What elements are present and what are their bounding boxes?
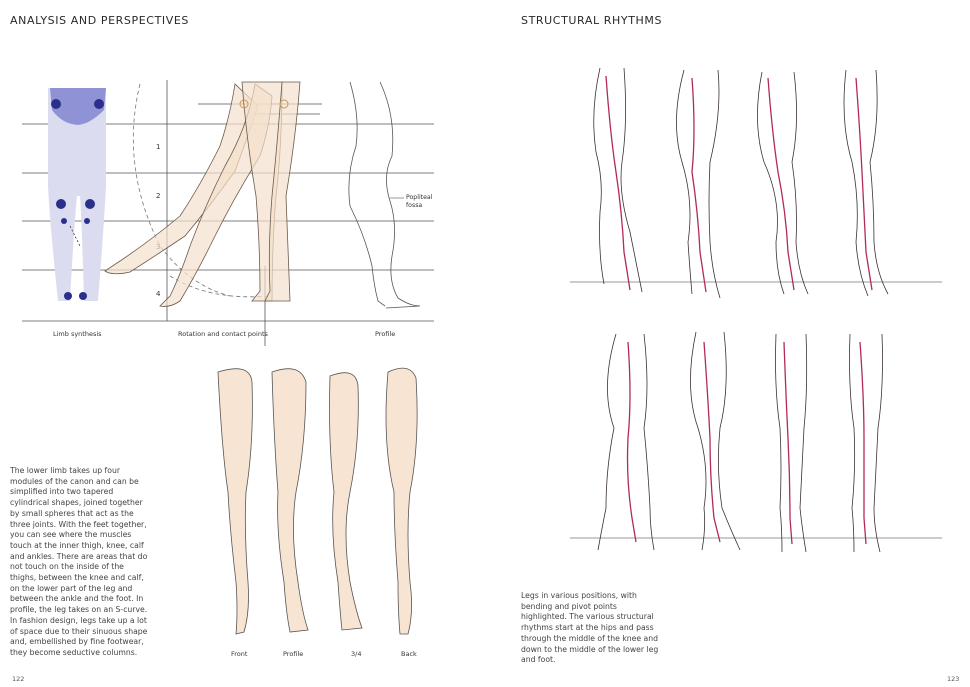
caption-limb-synthesis: Limb synthesis bbox=[53, 330, 102, 338]
leg-canon-diagram: 1 2 3 4 Popliteal fossa bbox=[22, 80, 434, 346]
caption-profile-view: Profile bbox=[283, 650, 304, 658]
caption-back: Back bbox=[401, 650, 417, 658]
structural-rhythms-top-row bbox=[570, 67, 942, 299]
profile-leg-figure bbox=[348, 81, 421, 309]
rotation-legs-figure bbox=[104, 81, 301, 307]
caption-rotation: Rotation and contact points bbox=[178, 330, 268, 338]
left-page: ANALYSIS AND PERSPECTIVES bbox=[10, 14, 434, 683]
left-page-number: 122 bbox=[12, 675, 25, 683]
module-number-1: 1 bbox=[156, 143, 160, 151]
right-page-number: 123 bbox=[947, 675, 960, 683]
leg-front bbox=[217, 368, 253, 635]
right-body-text: Legs in various positions, with bending … bbox=[521, 591, 659, 665]
right-page: STRUCTURAL RHYTHMS bbox=[485, 0, 970, 687]
structural-rhythms-bottom-row bbox=[570, 331, 942, 553]
left-body-text: The lower limb takes up four modules of … bbox=[10, 466, 148, 657]
left-heading: ANALYSIS AND PERSPECTIVES bbox=[10, 14, 189, 27]
leg-back bbox=[385, 367, 418, 635]
caption-three-quarter: 3/4 bbox=[351, 650, 362, 658]
popliteal-fossa-label: Popliteal fossa bbox=[406, 194, 434, 209]
right-heading: STRUCTURAL RHYTHMS bbox=[521, 14, 663, 27]
caption-front: Front bbox=[231, 650, 248, 658]
leg-three-quarter bbox=[329, 372, 363, 631]
limb-synthesis-figure bbox=[48, 88, 106, 301]
module-number-4: 4 bbox=[156, 290, 161, 298]
module-number-2: 2 bbox=[156, 192, 160, 200]
leg-views-figure bbox=[217, 367, 418, 635]
caption-profile: Profile bbox=[375, 330, 396, 338]
leg-profile bbox=[271, 368, 309, 633]
